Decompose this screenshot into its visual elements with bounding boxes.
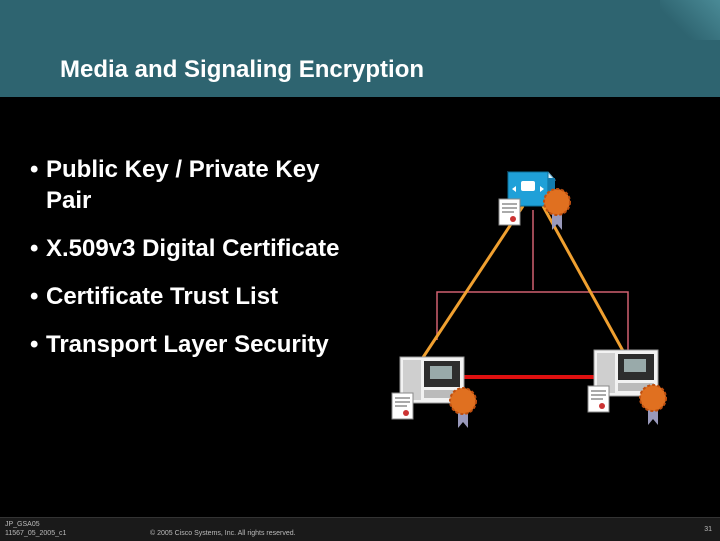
bullet-item: • Public Key / Private Key Pair bbox=[30, 154, 350, 216]
certificate-icon bbox=[587, 385, 610, 413]
footer-code: JP_GSA05 11567_05_2005_c1 bbox=[5, 520, 66, 538]
bullet-dot: • bbox=[30, 156, 39, 183]
page-number: 31 bbox=[704, 526, 712, 533]
bullet-item: • X.509v3 Digital Certificate bbox=[30, 233, 350, 264]
slide-header bbox=[0, 0, 720, 97]
bullet-dot: • bbox=[30, 331, 39, 358]
certificate-icon bbox=[498, 198, 521, 226]
network-lines bbox=[436, 210, 629, 358]
bullet-item: • Transport Layer Security bbox=[30, 329, 350, 360]
bullet-list: • Public Key / Private Key Pair • X.509v3 … bbox=[30, 154, 350, 377]
bullet-text: Public Key / Private Key Pair bbox=[46, 156, 320, 214]
seal-icon bbox=[543, 188, 571, 230]
tls-links bbox=[416, 205, 630, 366]
certificate-icon bbox=[391, 392, 414, 420]
header-corner-accent bbox=[660, 0, 720, 40]
footer-code-line1: JP_GSA05 bbox=[5, 521, 40, 528]
call-manager-icon bbox=[506, 171, 557, 208]
bullet-text: Transport Layer Security bbox=[46, 331, 329, 358]
slide-title: Media and Signaling Encryption bbox=[60, 56, 425, 83]
seal-icon bbox=[639, 384, 667, 425]
seal-icon bbox=[449, 387, 477, 428]
bullet-dot: • bbox=[30, 283, 39, 310]
footer-copyright: © 2005 Cisco Systems, Inc. All rights re… bbox=[150, 530, 296, 537]
bullet-text: X.509v3 Digital Certificate bbox=[46, 235, 340, 262]
bullet-dot: • bbox=[30, 235, 39, 262]
bullet-item: • Certificate Trust List bbox=[30, 281, 350, 312]
footer-code-line2: 11567_05_2005_c1 bbox=[5, 530, 67, 537]
slide-footer bbox=[0, 517, 720, 541]
bullet-text: Certificate Trust List bbox=[46, 283, 279, 310]
encryption-diagram bbox=[391, 171, 667, 428]
